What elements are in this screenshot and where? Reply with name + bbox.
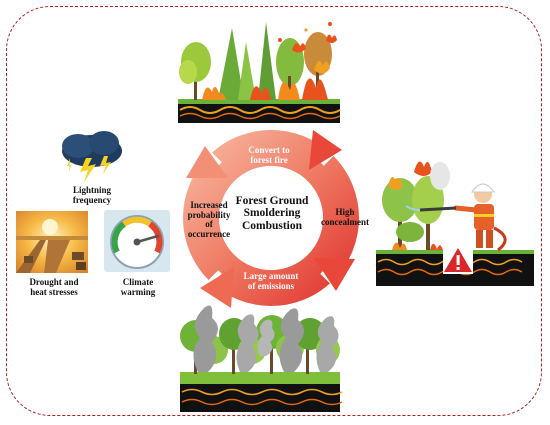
cycle-label-left-line-4: occurrence bbox=[187, 229, 231, 240]
cycle-label-right-line-2: concealment bbox=[321, 216, 369, 227]
center-title-line-2: Smoldering bbox=[243, 207, 301, 220]
factor-label-drought-line-2: heat stresses bbox=[30, 286, 78, 297]
climate-gauge-illustration bbox=[104, 210, 170, 272]
factor-label-lightning: Lightning frequency bbox=[60, 185, 124, 205]
center-title-line-3: Combustion bbox=[241, 219, 303, 232]
drought-heat-illustration bbox=[16, 211, 88, 273]
cycle-label-bottom-line-2: of emissions bbox=[247, 280, 295, 291]
factor-label-drought: Drought and heat stresses bbox=[14, 277, 94, 297]
cycle-label-left-line-1: Increased bbox=[190, 200, 228, 210]
cycle-label-left-line-2: probability bbox=[187, 209, 231, 220]
lightning-storm-illustration bbox=[60, 131, 122, 182]
firefighter-illustration bbox=[376, 161, 534, 286]
factor-label-lightning-line-2: frequency bbox=[72, 194, 112, 205]
factor-label-lightning-line-1: Lightning bbox=[72, 185, 112, 195]
cycle-arrow-head-left bbox=[186, 146, 228, 178]
cycle-label-right: High concealment bbox=[316, 207, 374, 227]
cycle-arrow-head-top bbox=[309, 130, 342, 170]
charred-ground bbox=[178, 103, 340, 123]
cycle-label-bottom: Large amount of emissions bbox=[236, 271, 306, 291]
cycle-ring bbox=[183, 130, 359, 308]
cycle-label-left-line-3: of bbox=[205, 219, 213, 230]
center-title-line-1: Forest Ground bbox=[235, 195, 309, 207]
factor-label-climate-line-2: warming bbox=[120, 286, 156, 297]
smoldering-forest-illustration bbox=[180, 305, 343, 412]
cycle-label-top: Convert to forest fire bbox=[234, 145, 304, 165]
cycle-label-right-line-1: High bbox=[335, 207, 355, 217]
cycle-label-bottom-line-1: Large amount bbox=[243, 271, 299, 281]
cycle-ring-band bbox=[183, 130, 359, 306]
cycle-arrow-head-right bbox=[314, 258, 355, 291]
cycle-label-top-line-2: forest fire bbox=[250, 154, 288, 165]
cycle-label-left: Increased probability of occurrence bbox=[178, 200, 240, 240]
factor-label-climate-line-1: Climate bbox=[122, 277, 154, 287]
dashed-rounded-frame bbox=[6, 6, 542, 416]
center-title: Forest Ground Smoldering Combustion bbox=[222, 195, 322, 232]
burning-forest-illustration bbox=[178, 22, 341, 123]
cycle-arrow-head-bottom bbox=[200, 267, 234, 308]
factor-label-drought-line-1: Drought and bbox=[29, 277, 79, 287]
factor-label-climate: Climate warming bbox=[104, 277, 172, 297]
cycle-ring-center bbox=[219, 166, 323, 270]
cycle-label-top-line-1: Convert to bbox=[248, 145, 290, 155]
